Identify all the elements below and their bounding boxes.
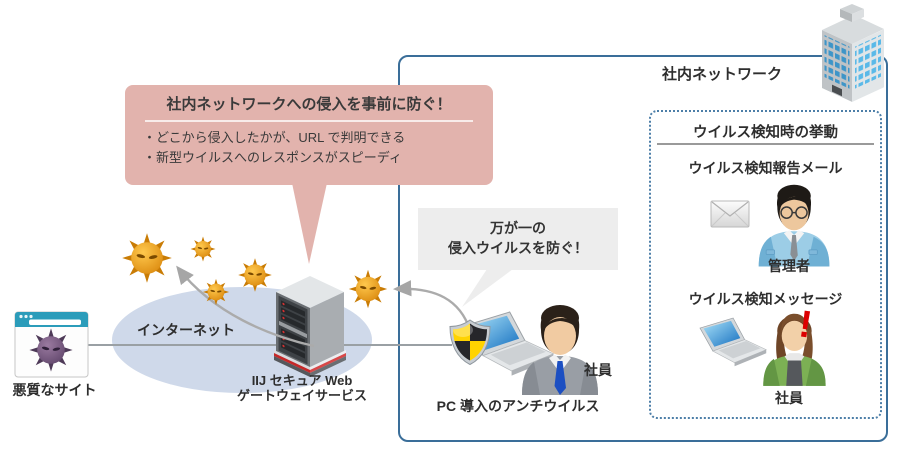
blocked-virus-arrow [176, 265, 315, 348]
gateway-benefit-callout: 社内ネットワークへの侵入を事前に防ぐ！ ・どこから侵入したかが、URL で判明で… [125, 85, 493, 185]
message-section-title: ウイルス検知メッセージ [688, 291, 843, 307]
callout-title: 社内ネットワークへの侵入を事前に防ぐ！ [166, 96, 452, 113]
virus-icon [29, 328, 73, 372]
virus-detection-panel [649, 110, 882, 419]
envelope-icon [710, 200, 750, 228]
admin-label: 管理者 [768, 258, 810, 274]
admin-person-icon [758, 184, 830, 267]
pc-antivirus-callout: 万が一の 侵入ウイルスを防ぐ！ [418, 208, 618, 270]
gray-callout-tail [462, 269, 513, 307]
pc-blocked-virus-arrow [392, 280, 472, 331]
panel-title-rule [657, 143, 874, 145]
panel-employee-label: 社員 [775, 390, 803, 406]
businessman-icon [522, 305, 598, 395]
pc-employee-label: 社員 [584, 362, 612, 378]
panel-laptop-icon [699, 317, 767, 367]
callout-line: 万が一の [490, 220, 546, 236]
company-network-box [398, 55, 888, 442]
callout-line: 侵入ウイルスを防ぐ！ [448, 240, 588, 257]
mail-section-title: ウイルス検知報告メール [688, 160, 843, 176]
detection-panel-title: ウイルス検知時の挙動 [693, 125, 838, 141]
malicious-site-label: 悪質なサイト [12, 382, 97, 398]
shield-icon [449, 319, 491, 366]
internet-label: インターネット [137, 322, 235, 338]
callout-divider [145, 120, 473, 122]
company-network-label: 社内ネットワーク [662, 66, 783, 83]
callout-bullet: ・どこから侵入したかが、URL で判明できる [143, 130, 406, 145]
browser-window-icon [14, 311, 89, 378]
gateway-label: IIJ セキュア Web ゲートウェイサービス [236, 373, 367, 403]
server-icon [274, 276, 346, 377]
employee-woman-icon [763, 313, 826, 386]
callout-pointer [292, 183, 327, 264]
office-building-icon [822, 4, 884, 102]
pc-antivirus-label: PC 導入のアンチウイルス [436, 398, 600, 414]
callout-bullet: ・新型ウイルスへのレスポンスがスピーディ [143, 149, 402, 165]
